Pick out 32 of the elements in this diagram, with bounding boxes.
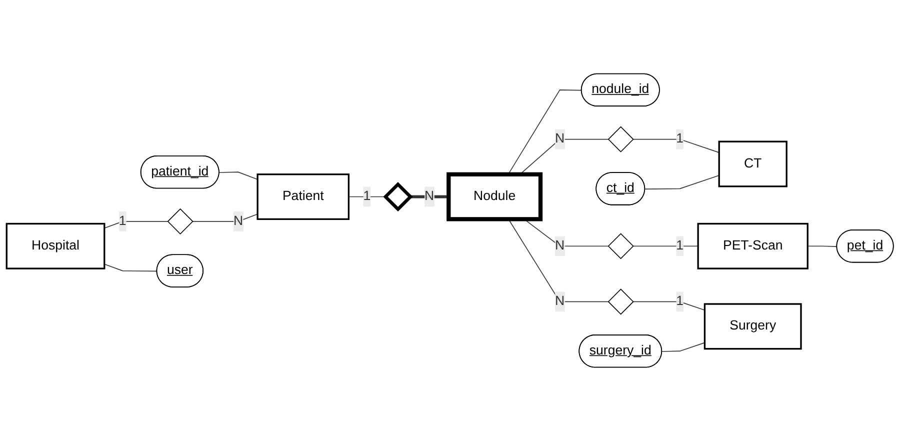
connector [632,138,720,153]
connector [348,196,386,198]
node-diamond [383,182,413,212]
connector [218,172,258,180]
node-box: CT [718,140,788,188]
connector [192,214,258,222]
edge-label: N [555,294,565,308]
connector [632,246,698,247]
connector [104,221,168,229]
node-diamond [608,233,634,260]
edge-label: N [424,189,434,204]
edge-label: 1 [676,294,684,308]
edge-label: N [555,238,565,253]
connector [632,301,706,311]
node-diamond [608,126,634,152]
edge-label: 1 [676,238,684,253]
edge-label: 1 [118,214,126,228]
edge-label: N [555,132,565,146]
node-box: Nodule [446,172,543,222]
edge-label: 1 [363,189,371,204]
node-box: Patient [256,174,350,220]
edge-label: 1 [676,132,684,146]
connector [662,342,706,352]
node-box: PET-Scan [697,222,808,270]
node-diamond [167,208,194,234]
edge-label: N [233,214,244,228]
connector [104,264,158,272]
connector [644,174,720,190]
node-box: Hospital [6,222,106,270]
connector [807,246,838,247]
node-box: Surgery [704,303,802,350]
node-diamond [608,288,634,315]
